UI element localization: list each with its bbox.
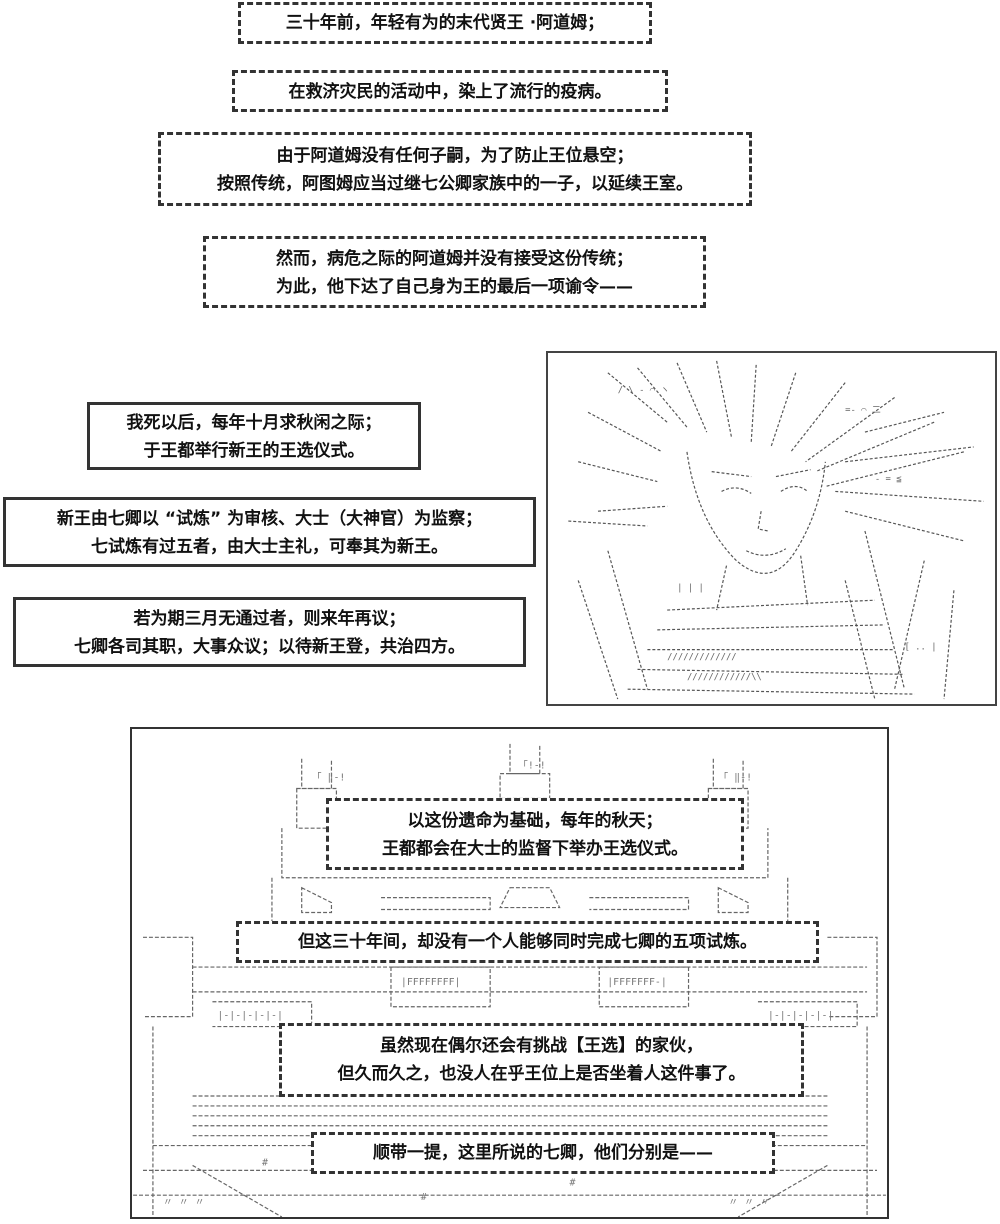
castle-caption-4: 顺带一提，这里所说的七卿，他们分别是—— <box>311 1132 775 1174</box>
castle-caption-1: 以这份遗命为基础，每年的秋天； 王都都会在大士的监督下举办王选仪式。 <box>326 798 744 870</box>
svg-text:|-|-|-|-|-|: |-|-|-|-|-| <box>217 1011 283 1022</box>
caption-line: 王都都会在大士的监督下举办王选仪式。 <box>382 839 688 859</box>
svg-text://///////////: ///////////// <box>667 653 736 663</box>
decree-box-2: 新王由七卿以 “试炼” 为审核、大士（大神官）为监察； 七试炼有过五者，由大士主… <box>3 497 536 567</box>
decree-line: 七卿各司其职，大事众议；以待新王登，共治四方。 <box>74 637 465 657</box>
narration-box-4: 然而，病危之际的阿道姆并没有接受这份传统； 为此，他下达了自己身为王的最后一项谕… <box>203 236 706 308</box>
narration-line: 三十年前，年轻有为的末代贤王 ·阿道姆； <box>285 13 605 33</box>
narration-box-1: 三十年前，年轻有为的末代贤王 ·阿道姆； <box>238 2 652 44</box>
decree-line: 七试炼有过五者，由大士主礼，可奉其为新王。 <box>91 537 448 557</box>
caption-line: 但久而久之，也没人在乎王位上是否坐着人这件事了。 <box>337 1064 746 1084</box>
svg-text:[ .. |: [ .. | <box>904 643 936 653</box>
svg-text:#: # <box>421 1192 427 1203</box>
narration-box-2: 在救济灾民的活动中，染上了流行的疫病。 <box>232 70 668 112</box>
character-ascii-art-panel: / \ ‐ ⌒ ヽ =‐ ⌒ 二 - = ≦ | | | [ .. | ////… <box>546 351 997 706</box>
svg-text:〃 〃 〃: 〃 〃 〃 <box>163 1197 205 1208</box>
narration-line: 为此，他下达了自己身为王的最后一项谕令—— <box>276 277 633 297</box>
castle-caption-2: 但这三十年间，却没有一个人能够同时完成七卿的五项试炼。 <box>236 921 819 963</box>
svg-text:| | |: | | | <box>677 583 704 593</box>
caption-line: 顺带一提，这里所说的七卿，他们分别是—— <box>373 1143 713 1163</box>
decree-line: 我死以后，每年十月求秋闲之际； <box>126 413 382 433</box>
svg-text:|FFFFFFFF|: |FFFFFFFF| <box>401 977 461 988</box>
castle-ascii-art: 「 ‖-! 「!-! 「 ‖-! |FFFFFFFF| |FFFFFFF-| |… <box>133 743 886 1217</box>
svg-text:「!-!: 「!-! <box>518 760 546 772</box>
caption-line: 以这份遗命为基础，每年的秋天； <box>407 811 663 831</box>
svg-text:#: # <box>570 1177 576 1188</box>
svg-text:「 ‖-!: 「 ‖-! <box>312 772 346 784</box>
character-ascii-art: / \ ‐ ⌒ ヽ =‐ ⌒ 二 - = ≦ | | | [ .. | ////… <box>568 360 984 700</box>
svg-text:/ \ ‐ ⌒ ヽ: / \ ‐ ⌒ ヽ <box>618 386 670 396</box>
narration-line: 在救济灾民的活动中，染上了流行的疫病。 <box>288 82 612 102</box>
decree-box-1: 我死以后，每年十月求秋闲之际； 于王都举行新王的王选仪式。 <box>87 402 421 470</box>
svg-text:|-|-|-|-|-|: |-|-|-|-|-| <box>768 1011 834 1022</box>
narration-line: 由于阿道姆没有任何子嗣，为了防止王位悬空； <box>276 146 634 166</box>
decree-line: 新王由七卿以 “试炼” 为审核、大士（大神官）为监察； <box>56 509 483 529</box>
castle-ascii-art-panel: 「 ‖-! 「!-! 「 ‖-! |FFFFFFFF| |FFFFFFF-| |… <box>130 727 889 1219</box>
decree-box-3: 若为期三月无通过者，则来年再议； 七卿各司其职，大事众议；以待新王登，共治四方。 <box>13 597 526 667</box>
svg-text:|FFFFFFF-|: |FFFFFFF-| <box>607 977 667 988</box>
caption-line: 但这三十年间，却没有一个人能够同时完成七卿的五项试炼。 <box>298 932 757 952</box>
svg-text:〃 〃 〃: 〃 〃 〃 <box>728 1197 770 1208</box>
decree-line: 于王都举行新王的王选仪式。 <box>143 441 365 461</box>
svg-text:- = ≦: - = ≦ <box>875 475 902 485</box>
svg-text:#: # <box>262 1157 268 1168</box>
narration-box-3: 由于阿道姆没有任何子嗣，为了防止王位悬空； 按照传统，阿图姆应当过继七公卿家族中… <box>158 132 752 206</box>
svg-text:////////////\\: ////////////\\ <box>687 672 762 682</box>
decree-line: 若为期三月无通过者，则来年再议； <box>133 609 406 629</box>
narration-line: 然而，病危之际的阿道姆并没有接受这份传统； <box>276 249 633 269</box>
narration-line: 按照传统，阿图姆应当过继七公卿家族中的一子，以延续王室。 <box>217 174 693 194</box>
caption-line: 虽然现在偶尔还会有挑战【王选】的家伙， <box>380 1036 703 1056</box>
svg-text:=‐ ⌒ 二: =‐ ⌒ 二 <box>845 405 881 415</box>
svg-text:「 ‖-!: 「 ‖-! <box>718 772 752 784</box>
castle-caption-3: 虽然现在偶尔还会有挑战【王选】的家伙， 但久而久之，也没人在乎王位上是否坐着人这… <box>279 1023 804 1097</box>
